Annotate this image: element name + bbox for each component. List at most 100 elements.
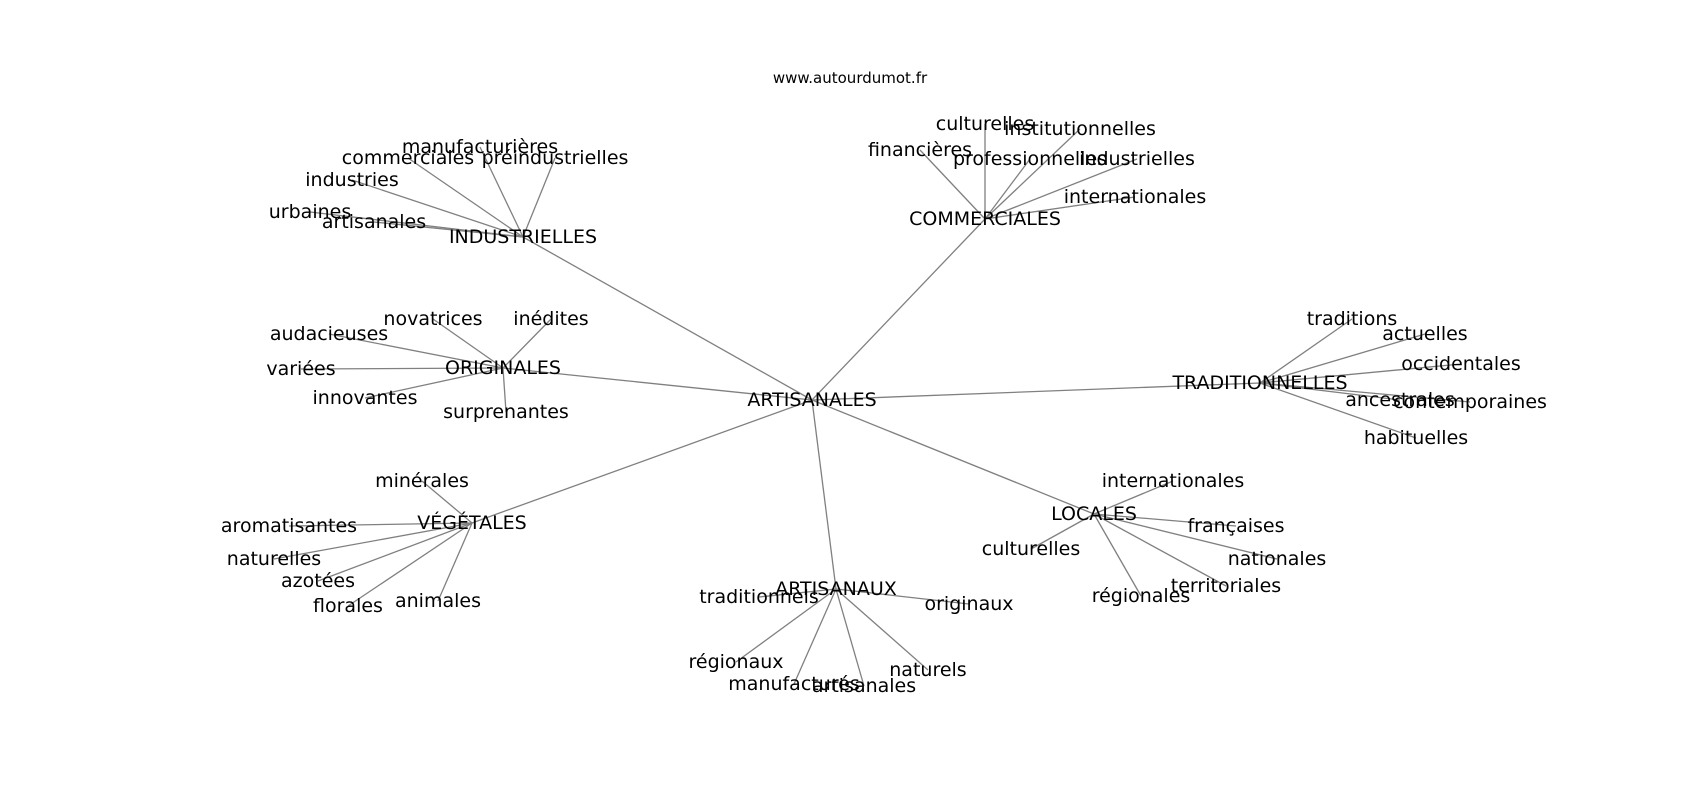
leaf-node-label: occidentales xyxy=(1401,353,1521,375)
edge-root-cluster xyxy=(811,218,986,401)
leaf-node-label: traditionnels xyxy=(699,586,819,608)
edge-cluster-leaf xyxy=(317,522,473,582)
cluster-node-label: ARTISANAUX xyxy=(775,578,897,600)
edge-cluster-leaf xyxy=(1259,333,1426,384)
leaf-node-label: préindustrielles xyxy=(482,147,629,169)
leaf-node-label: régionales xyxy=(1092,585,1191,607)
leaf-node-label: animales xyxy=(395,590,481,612)
cluster-node-label: VÉGÉTALES xyxy=(417,511,527,534)
leaf-node-label: commerciales xyxy=(342,147,474,169)
leaf-node-label: culturelles xyxy=(982,538,1081,560)
edge-root-cluster xyxy=(471,399,813,524)
edge-cluster-leaf xyxy=(1259,382,1471,403)
leaf-node-label: ancestrales xyxy=(1345,389,1455,411)
leaf-node-label: habituelles xyxy=(1364,427,1468,449)
edge-cluster-leaf xyxy=(984,196,1136,220)
leaf-node-label: inédites xyxy=(513,308,588,330)
leaf-node-label: territoriales xyxy=(1171,575,1281,597)
leaf-node-label: urbaines xyxy=(269,201,351,223)
edge-cluster-leaf xyxy=(1093,513,1227,587)
edge-cluster-leaf xyxy=(835,588,865,687)
leaf-node-label: régionaux xyxy=(688,651,783,673)
graph-nodes: ARTISANALESINDUSTRIELLESmanufacturièresc… xyxy=(221,113,1547,697)
edge-cluster-leaf xyxy=(502,318,552,369)
source-label: www.autourdumot.fr xyxy=(773,69,928,87)
leaf-node-label: aromatisantes xyxy=(221,515,357,537)
leaf-node-label: novatrices xyxy=(383,308,482,330)
leaf-node-label: industries xyxy=(305,169,398,191)
edge-root-cluster xyxy=(811,382,1261,401)
edge-cluster-leaf xyxy=(793,588,837,685)
edge-cluster-leaf xyxy=(288,522,473,527)
cluster-node-label: ORIGINALES xyxy=(445,357,561,379)
leaf-node-label: industrielles xyxy=(1079,148,1195,170)
leaf-node-label: naturels xyxy=(889,659,966,681)
cluster-node-label: INDUSTRIELLES xyxy=(449,226,597,248)
root-node-label: ARTISANALES xyxy=(747,389,876,411)
leaf-node-label: azotées xyxy=(281,570,355,592)
leaf-node-label: actuelles xyxy=(1382,323,1467,345)
edge-cluster-leaf xyxy=(300,367,504,370)
edge-root-cluster xyxy=(811,399,837,590)
leaf-node-label: professionnelles xyxy=(953,148,1107,170)
cluster-node-label: LOCALES xyxy=(1051,503,1137,525)
edge-cluster-leaf xyxy=(984,128,1081,220)
edge-cluster-leaf xyxy=(1093,480,1174,515)
edge-cluster-leaf xyxy=(1030,513,1095,550)
leaf-node-label: surprenantes xyxy=(443,401,569,423)
leaf-node-label: naturelles xyxy=(227,548,321,570)
edge-cluster-leaf xyxy=(432,318,504,369)
leaf-node-label: originaux xyxy=(924,593,1013,615)
edge-cluster-leaf xyxy=(347,522,473,607)
edge-cluster-leaf xyxy=(735,588,837,663)
leaf-node-label: audacieuses xyxy=(270,323,388,345)
leaf-node-label: manufacturières xyxy=(402,136,558,158)
edge-cluster-leaf xyxy=(1093,513,1142,597)
leaf-node-label: culturelles xyxy=(936,113,1035,135)
edge-cluster-leaf xyxy=(373,221,524,238)
edge-cluster-leaf xyxy=(1259,363,1462,384)
edge-cluster-leaf xyxy=(364,367,504,399)
edge-cluster-leaf xyxy=(984,158,1138,220)
leaf-node-label: manufacturés xyxy=(728,673,860,695)
edge-cluster-leaf xyxy=(479,146,524,238)
edge-cluster-leaf xyxy=(437,522,473,602)
edge-cluster-leaf xyxy=(1093,513,1278,560)
edge-cluster-leaf xyxy=(919,149,986,220)
edge-cluster-leaf xyxy=(835,588,970,605)
edge-cluster-leaf xyxy=(1259,382,1401,401)
leaf-node-label: internationales xyxy=(1102,470,1245,492)
leaf-node-label: financières xyxy=(868,139,972,161)
leaf-node-label: françaises xyxy=(1187,515,1284,537)
cluster-node-label: COMMERCIALES xyxy=(909,208,1061,230)
edge-cluster-leaf xyxy=(328,333,504,369)
leaf-node-label: contemporaines xyxy=(1393,391,1547,413)
edge-cluster-leaf xyxy=(421,480,473,524)
edge-root-cluster xyxy=(502,367,813,401)
leaf-node-label: variées xyxy=(266,358,335,380)
graph-edges xyxy=(273,124,1471,687)
leaf-node-label: artisanales xyxy=(322,211,426,233)
edge-cluster-leaf xyxy=(835,588,929,671)
leaf-node-label: nationales xyxy=(1228,548,1327,570)
edge-cluster-leaf xyxy=(522,157,556,238)
edge-cluster-leaf xyxy=(351,179,524,238)
edge-cluster-leaf xyxy=(1093,513,1237,527)
edge-cluster-leaf xyxy=(1259,382,1417,439)
leaf-node-label: institutionnelles xyxy=(1004,118,1156,140)
edge-cluster-leaf xyxy=(502,367,507,413)
leaf-node-label: florales xyxy=(313,595,383,617)
edge-root-cluster xyxy=(811,399,1095,515)
edge-cluster-leaf xyxy=(984,158,1031,220)
leaf-node-label: minérales xyxy=(375,470,469,492)
edge-cluster-leaf xyxy=(407,157,524,238)
leaf-node-label: traditions xyxy=(1307,308,1398,330)
leaf-node-label: artisanales xyxy=(812,675,916,697)
cluster-node-label: TRADITIONNELLES xyxy=(1171,372,1347,394)
edge-cluster-leaf xyxy=(758,588,837,598)
edge-cluster-leaf xyxy=(1259,318,1353,384)
leaf-node-label: internationales xyxy=(1064,186,1207,208)
leaf-node-label: innovantes xyxy=(313,387,418,409)
edge-cluster-leaf xyxy=(273,522,473,560)
